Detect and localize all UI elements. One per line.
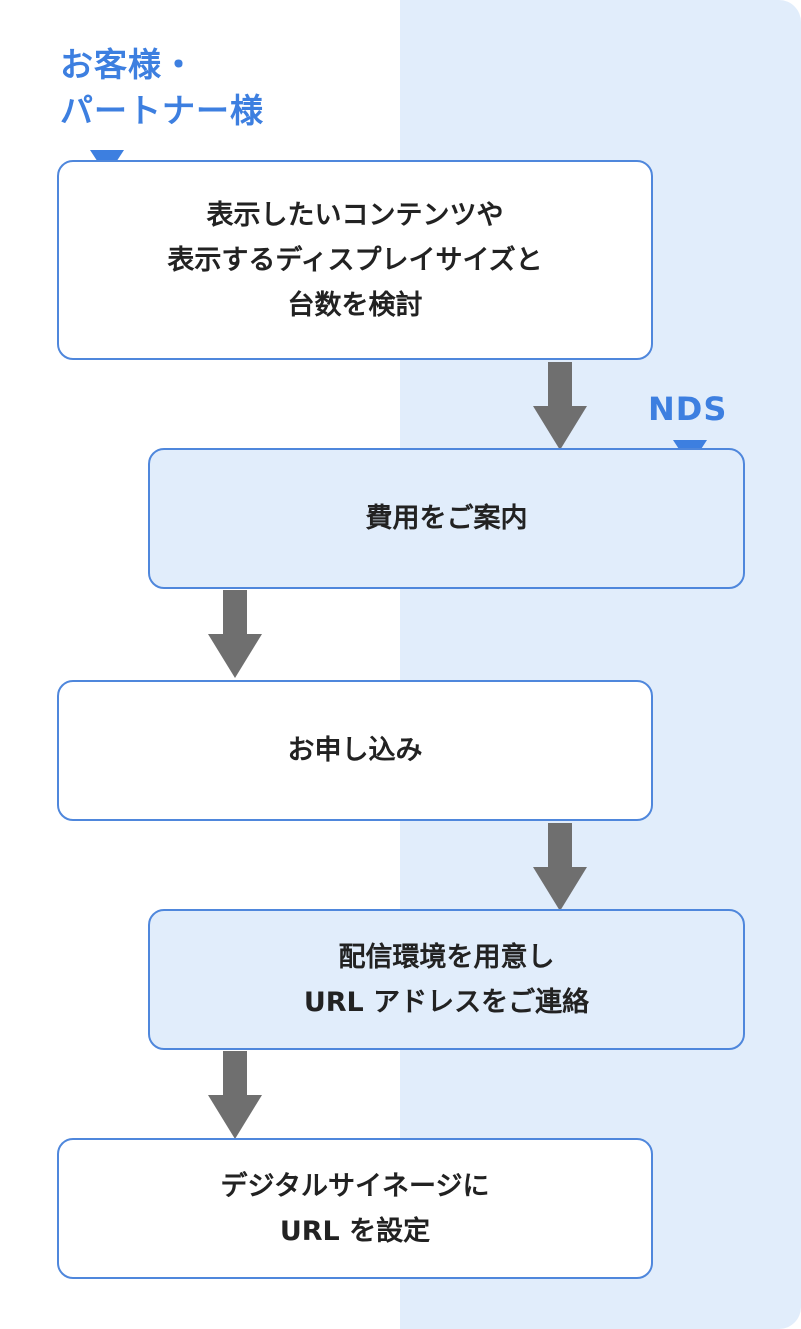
step-1-label: 表示したいコンテンツや 表示するディスプレイサイズと 台数を検討: [167, 199, 543, 321]
step-2-box: 費用をご案内: [148, 448, 745, 589]
customer-lane-label: お客様・ パートナー様: [60, 45, 264, 130]
step-2-label: 費用をご案内: [365, 503, 528, 534]
step-5-label: デジタルサイネージに URL を設定: [220, 1170, 490, 1247]
step-4-label: 配信環境を用意し URL アドレスをご連絡: [303, 941, 590, 1018]
step-3-box: お申し込み: [57, 680, 653, 821]
step-1-box: 表示したいコンテンツや 表示するディスプレイサイズと 台数を検討: [57, 160, 653, 360]
step-5-box: デジタルサイネージに URL を設定: [57, 1138, 653, 1279]
step-4-box: 配信環境を用意し URL アドレスをご連絡: [148, 909, 745, 1050]
arrow-step-1-to-2-icon: [533, 362, 587, 450]
step-3-label: お申し込み: [287, 735, 423, 766]
arrow-step-4-to-5-icon: [208, 1051, 262, 1139]
nds-lane-label: NDS: [648, 390, 728, 428]
arrow-step-2-to-3-icon: [208, 590, 262, 678]
arrow-step-3-to-4-icon: [533, 823, 587, 911]
